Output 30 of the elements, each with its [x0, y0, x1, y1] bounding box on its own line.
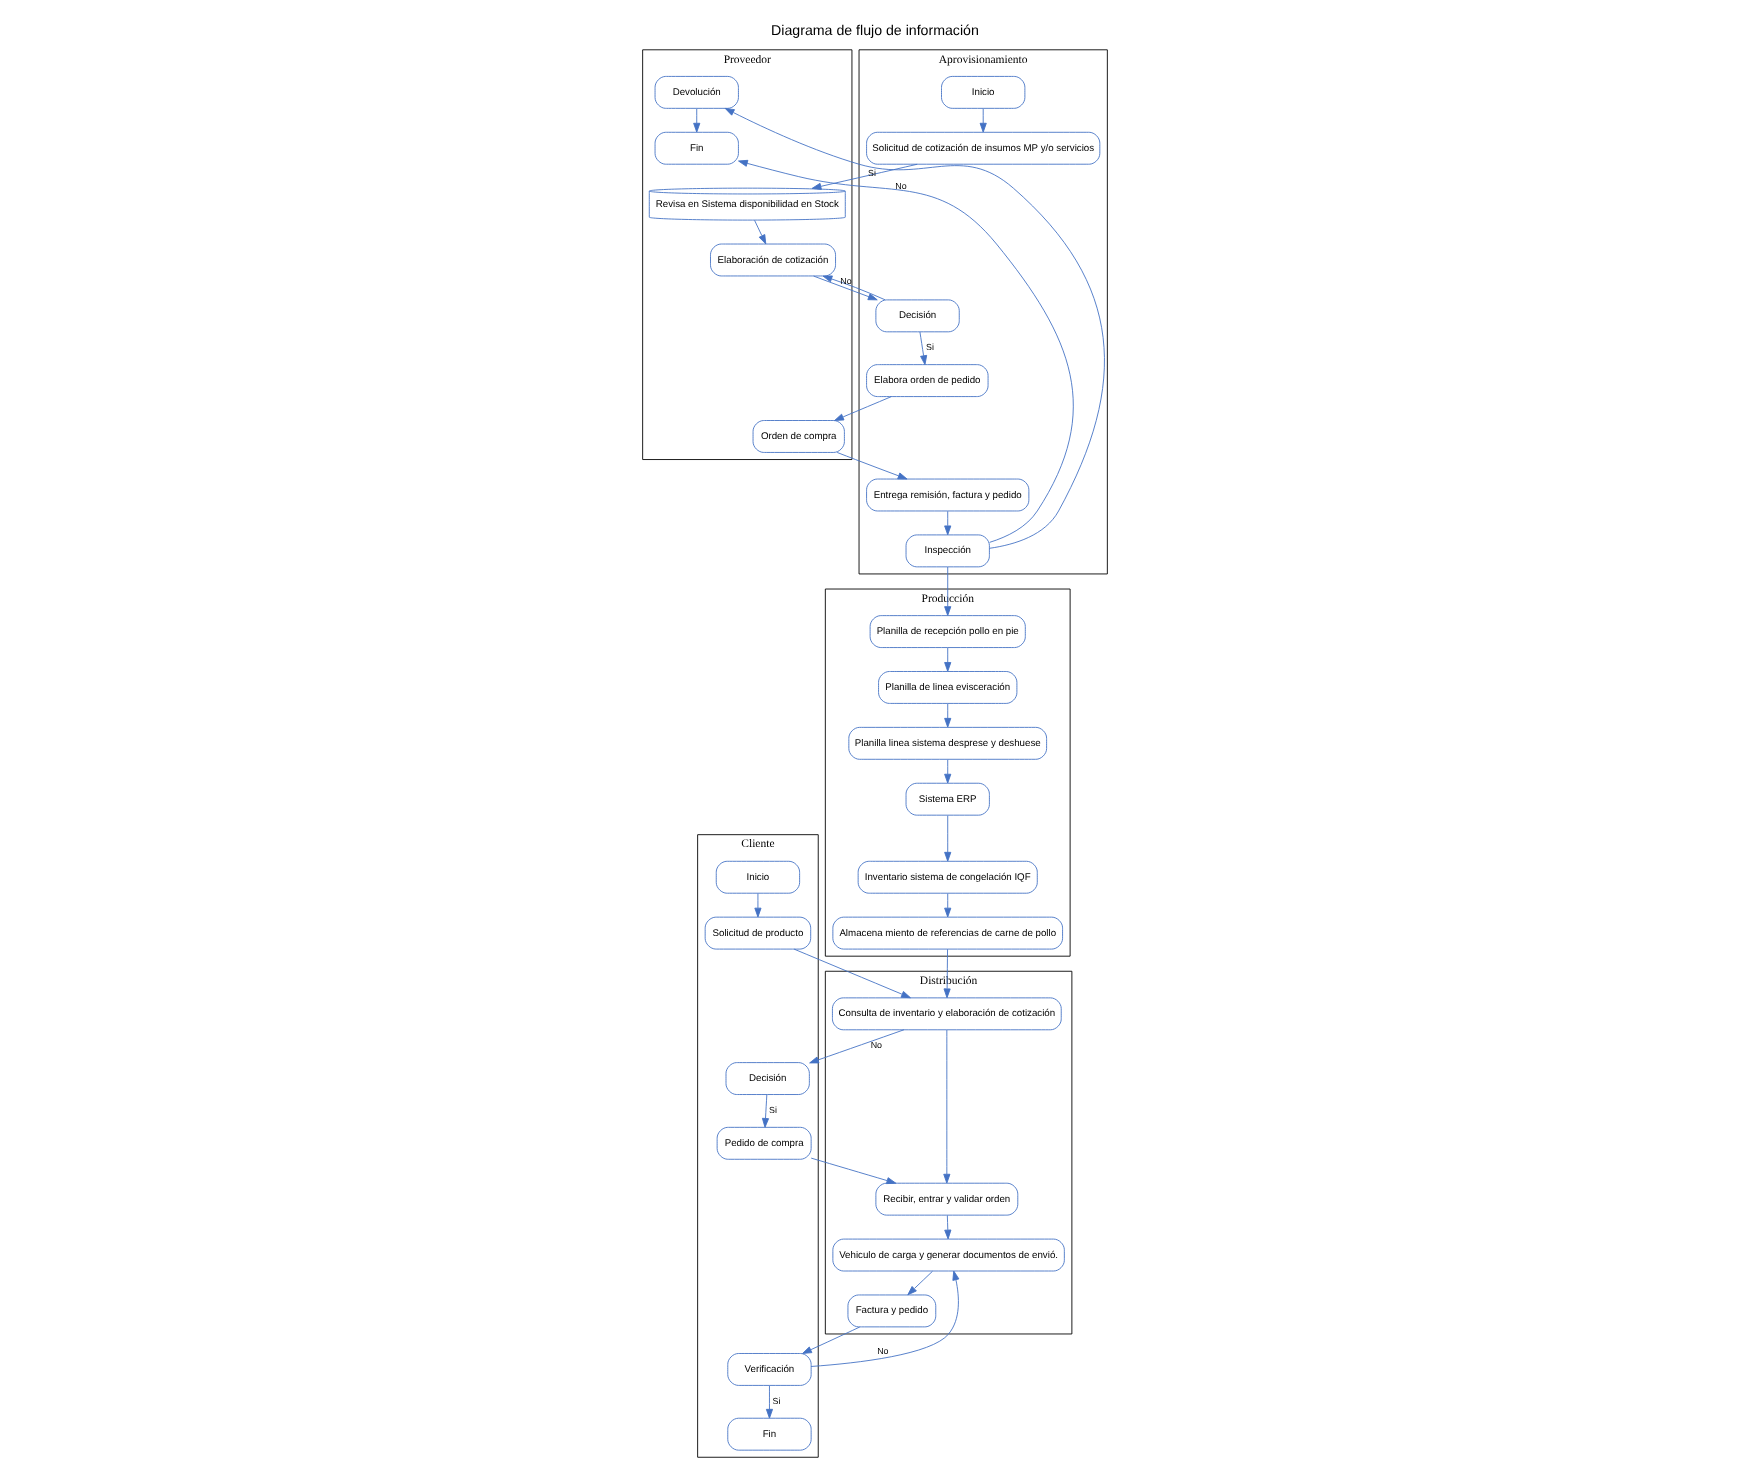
arrow	[919, 331, 928, 366]
arrow	[834, 396, 892, 421]
arrow	[809, 1029, 905, 1064]
arrow	[944, 893, 952, 918]
arrow	[802, 1326, 861, 1354]
arrow	[822, 275, 886, 301]
arrow	[944, 510, 952, 536]
arrow	[944, 566, 952, 616]
arrow	[943, 948, 951, 999]
arrow	[944, 703, 952, 728]
arrow	[944, 1214, 952, 1240]
arrow	[944, 647, 952, 672]
arrow	[693, 108, 701, 133]
arrow	[765, 1385, 773, 1419]
arrow	[813, 275, 878, 301]
arrow	[943, 1029, 951, 1184]
arrow	[944, 815, 952, 862]
arrow	[810, 1270, 960, 1367]
arrow	[754, 219, 767, 245]
arrow	[793, 948, 911, 999]
arrow	[944, 759, 952, 784]
arrow	[836, 452, 908, 480]
arrow	[979, 108, 987, 133]
arrow	[738, 159, 1074, 543]
arrow	[810, 1157, 897, 1185]
arrow	[811, 163, 918, 190]
arrow	[761, 1094, 770, 1128]
arrow	[754, 893, 762, 918]
arrow	[907, 1270, 933, 1296]
arrow	[724, 107, 1105, 549]
